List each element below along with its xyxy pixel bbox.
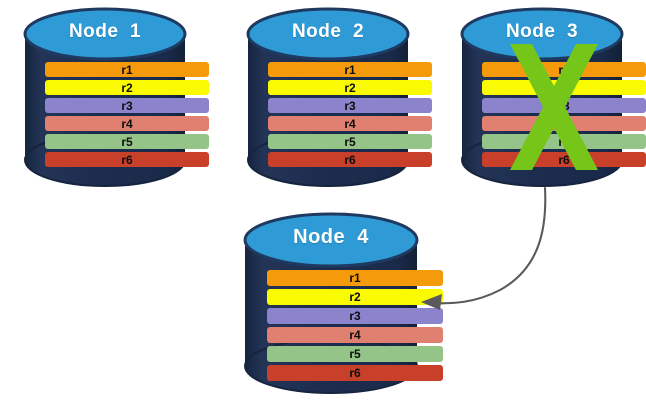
row-label: r5 xyxy=(349,347,361,361)
row-label: r4 xyxy=(344,116,356,131)
node-4-row-r3[interactable]: r3 xyxy=(267,308,443,324)
node-4-rows: r1 r2 r3 r4 r5 r6 xyxy=(243,270,467,381)
row-label: r5 xyxy=(121,134,133,149)
node-2-row-r3[interactable]: r3 xyxy=(268,98,432,113)
row-label: r1 xyxy=(344,62,356,77)
row-label: r3 xyxy=(344,98,356,113)
row-label: r2 xyxy=(121,80,133,95)
node-1-rows: r1 r2 r3 r4 r5 r6 xyxy=(23,62,231,167)
node-2-row-r5[interactable]: r5 xyxy=(268,134,432,149)
row-label: r1 xyxy=(121,62,133,77)
node-2[interactable]: Node 2 r1 r2 r3 r4 r5 r6 xyxy=(246,7,432,187)
node-1-row-r3[interactable]: r3 xyxy=(45,98,209,113)
node-4-row-r2[interactable]: r2 xyxy=(267,289,443,305)
node-1-row-r4[interactable]: r4 xyxy=(45,116,209,131)
row-label: r6 xyxy=(121,152,133,167)
row-label: r3 xyxy=(349,309,361,323)
node-4-row-r5[interactable]: r5 xyxy=(267,346,443,362)
row-label: r4 xyxy=(121,116,133,131)
row-label: r6 xyxy=(344,152,356,167)
node-1-row-r6[interactable]: r6 xyxy=(45,152,209,167)
row-label: r4 xyxy=(349,328,361,342)
node-2-row-r4[interactable]: r4 xyxy=(268,116,432,131)
node-2-row-r2[interactable]: r2 xyxy=(268,80,432,95)
row-label: r3 xyxy=(121,98,133,113)
node-4[interactable]: Node 4 r1 r2 r3 r4 r5 r6 xyxy=(243,212,443,394)
node-2-row-r6[interactable]: r6 xyxy=(268,152,432,167)
row-label: r1 xyxy=(349,271,361,285)
node-4-row-r4[interactable]: r4 xyxy=(267,327,443,343)
node-2-row-r1[interactable]: r1 xyxy=(268,62,432,77)
row-label: r6 xyxy=(349,366,361,380)
node-4-row-r6[interactable]: r6 xyxy=(267,365,443,381)
node-1[interactable]: Node 1 r1 r2 r3 r4 r5 r6 xyxy=(23,7,209,187)
arrowhead-icon xyxy=(421,294,442,310)
node-4-row-r1[interactable]: r1 xyxy=(267,270,443,286)
row-label: r5 xyxy=(344,134,356,149)
node-1-row-r1[interactable]: r1 xyxy=(45,62,209,77)
node-1-row-r2[interactable]: r2 xyxy=(45,80,209,95)
node-2-rows: r1 r2 r3 r4 r5 r6 xyxy=(246,62,454,167)
row-label: r2 xyxy=(349,290,361,304)
node-1-row-r5[interactable]: r5 xyxy=(45,134,209,149)
row-label: r2 xyxy=(344,80,356,95)
